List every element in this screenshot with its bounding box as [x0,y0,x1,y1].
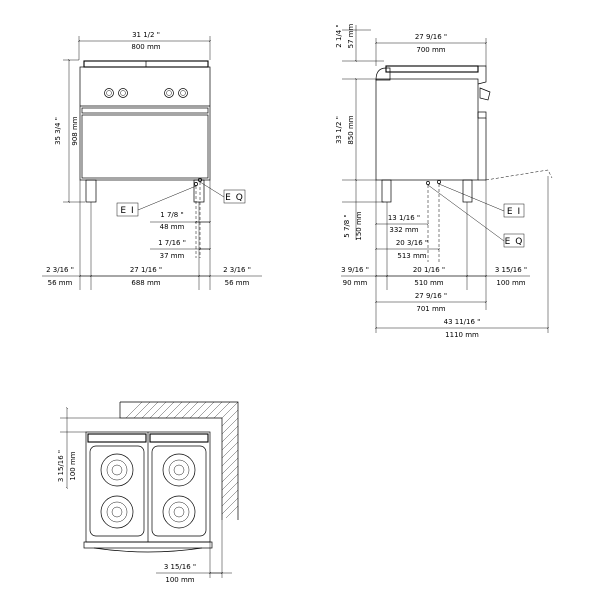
side-d1-mm: 332 mm [389,226,418,234]
side-front-knob [375,67,391,81]
front-door-handle [81,107,209,114]
front-knobs [104,88,188,98]
side-leg-mm: 150 mm [355,211,363,240]
side-back-splash [477,65,487,85]
wall-hatching [125,401,239,519]
front-eq-offset-mm: 37 mm [160,252,185,260]
front-eq-label: E Q [225,193,244,203]
side-view: 2 1/4 " 57 mm 27 9/16 " 700 mm 33 1/2 " … [335,23,553,339]
plan-bottom-mm: 100 mm [165,576,194,584]
front-height-mm: 908 mm [71,116,79,145]
side-body [375,78,479,181]
side-d1-in: 13 1/16 " [388,214,420,222]
plan-side-mm: 100 mm [69,451,77,480]
side-eq-label: E Q [505,237,524,247]
front-ei-label: E I [120,206,134,216]
side-left-mm: 90 mm [343,279,368,287]
front-width-in: 31 1/2 " [132,31,160,39]
plan-side-in: 3 15/16 " [57,450,65,482]
front-left-in: 2 3/16 " [46,266,74,274]
front-width-mm: 800 mm [131,43,160,51]
side-d2-mm: 513 mm [397,252,426,260]
side-hob [385,65,479,73]
side-mid-mm: 510 mm [414,279,443,287]
front-mid-mm: 688 mm [131,279,160,287]
front-right-in: 2 3/16 " [223,266,251,274]
plan-zone-right [151,445,207,537]
side-overall-mm: 1110 mm [445,331,479,339]
side-flue [479,87,491,101]
side-door-swing [485,169,553,181]
plan-backsplash-left [87,433,147,443]
front-leg-left [85,179,97,203]
side-leg-in: 5 7/8 " [343,214,351,237]
side-depth-in: 27 9/16 " [415,33,447,41]
front-mid-in: 27 1/16 " [130,266,162,274]
front-left-mm: 56 mm [48,279,73,287]
front-eq-offset-in: 1 7/16 " [158,239,186,247]
front-oven-door [81,114,209,179]
side-d2-in: 20 3/16 " [396,239,428,247]
side-leg-front [381,179,392,203]
side-height-mm: 850 mm [347,115,355,144]
side-left-in: 3 9/16 " [341,266,369,274]
side-total-mm: 701 mm [416,305,445,313]
side-top-in: 2 1/4 " [335,24,343,47]
side-leg-back [462,179,473,203]
plan-zone-left [89,445,145,537]
side-overall-in: 43 11/16 " [444,318,481,326]
front-right-mm: 56 mm [225,279,250,287]
plan-view: 3 15/16 " 100 mm 3 15/16 " 100 mm [57,401,239,584]
side-right-mm: 100 mm [496,279,525,287]
side-total-in: 27 9/16 " [415,292,447,300]
side-ei-label: E I [507,207,521,217]
side-height-in: 33 1/2 " [335,116,343,144]
side-mid-in: 20 1/16 " [413,266,445,274]
plan-front-rail [83,541,213,549]
plan-bottom-in: 3 15/16 " [164,563,196,571]
front-height-in: 35 3/4 " [54,117,62,145]
plan-hotplates [100,453,196,529]
side-right-in: 3 15/16 " [495,266,527,274]
plan-backsplash-right [149,433,209,443]
side-depth-mm: 700 mm [416,46,445,54]
wall-outline [120,401,239,520]
front-body [79,66,211,181]
plan-door-handle [93,547,203,553]
front-ei-offset-mm: 48 mm [160,223,185,231]
front-view: 31 1/2 " 800 mm 35 3/4 " 908 mm [42,31,262,290]
side-top-mm: 57 mm [347,23,355,48]
front-ei-offset-in: 1 7/8 " [160,211,183,219]
